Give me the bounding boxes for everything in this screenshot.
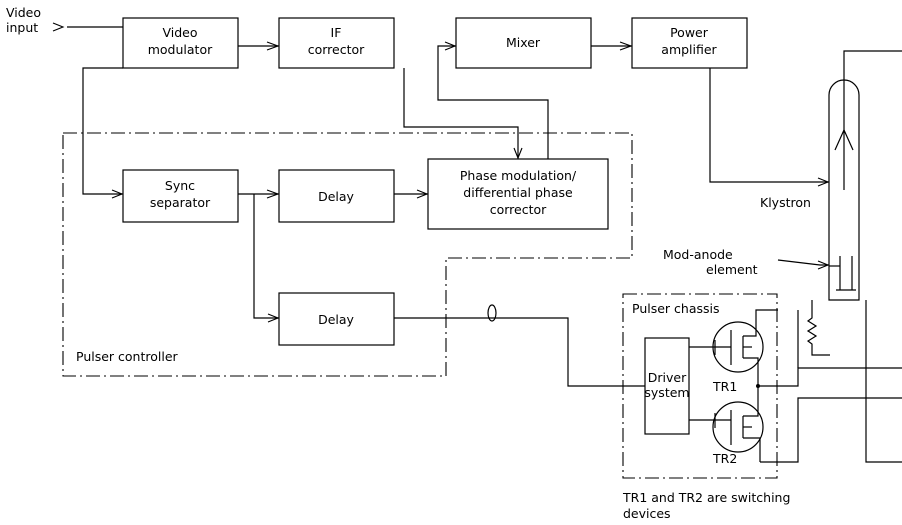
video-input-label-2: input — [6, 20, 38, 35]
delay-lower-to-driver-system — [394, 304, 645, 387]
pulser-controller-boundary — [62, 132, 633, 377]
klystron-label: Klystron — [760, 195, 811, 210]
video-input-label: Video — [6, 5, 41, 20]
video-modulator-to-sync-separator — [82, 67, 124, 199]
svg-text:Driver: Driver — [648, 370, 687, 385]
power-amplifier-block: Power amplifier — [631, 17, 748, 69]
svg-text:system: system — [644, 385, 689, 400]
mixer-to-power-amplifier — [591, 41, 633, 51]
phase-modulation-to-mixer — [437, 41, 549, 159]
svg-text:differential phase: differential phase — [463, 185, 573, 200]
svg-text:Mixer: Mixer — [506, 35, 541, 50]
sync-separator-to-delay-upper — [238, 189, 280, 199]
svg-text:corrector: corrector — [308, 42, 365, 57]
delay-lower-block: Delay — [278, 292, 395, 346]
klystron-tube — [828, 50, 902, 301]
svg-text:Phase modulation/: Phase modulation/ — [460, 168, 577, 183]
video-modulator-block: Video modulator — [122, 17, 239, 69]
driver-system-block: Driver system — [644, 337, 690, 435]
video-input-signal — [52, 22, 123, 32]
svg-text:IF: IF — [331, 25, 342, 40]
svg-text:Delay: Delay — [318, 189, 354, 204]
tr1-switch — [689, 309, 778, 386]
pulser-chassis-label: Pulser chassis — [632, 301, 720, 316]
note-line-2: devices — [623, 506, 671, 521]
sync-separator-block: Sync separator — [122, 169, 239, 223]
svg-text:Delay: Delay — [318, 312, 354, 327]
tr2-switch — [689, 386, 764, 462]
svg-text:Power: Power — [670, 25, 709, 40]
mod-anode-leader — [777, 259, 830, 270]
output-wiring — [756, 300, 902, 463]
svg-text:corrector: corrector — [490, 202, 547, 217]
mod-anode-label: Mod-anode — [663, 247, 733, 262]
delay-upper-to-phase-modulation — [394, 189, 429, 199]
if-corrector-to-phase-modulation — [403, 68, 523, 160]
tr2-label: TR2 — [712, 451, 737, 466]
resistor — [806, 300, 830, 356]
sync-separator-to-delay-lower — [253, 194, 280, 323]
svg-text:amplifier: amplifier — [661, 42, 717, 57]
svg-text:modulator: modulator — [148, 42, 213, 57]
phase-modulation-corrector-block: Phase modulation/ differential phase cor… — [427, 158, 609, 230]
svg-text:Video: Video — [162, 25, 197, 40]
pulser-controller-label: Pulser controller — [76, 349, 179, 364]
if-corrector-block: IF corrector — [278, 17, 395, 69]
mod-anode-label-2: element — [706, 262, 758, 277]
mixer-block: Mixer — [455, 17, 592, 69]
tr1-label: TR1 — [712, 379, 737, 394]
svg-text:Sync: Sync — [165, 178, 195, 193]
power-amplifier-to-klystron — [709, 68, 830, 187]
video-modulator-to-if-corrector — [238, 41, 280, 51]
note-line-1: TR1 and TR2 are switching — [622, 490, 790, 505]
delay-upper-block: Delay — [278, 169, 395, 223]
svg-text:separator: separator — [150, 195, 211, 210]
